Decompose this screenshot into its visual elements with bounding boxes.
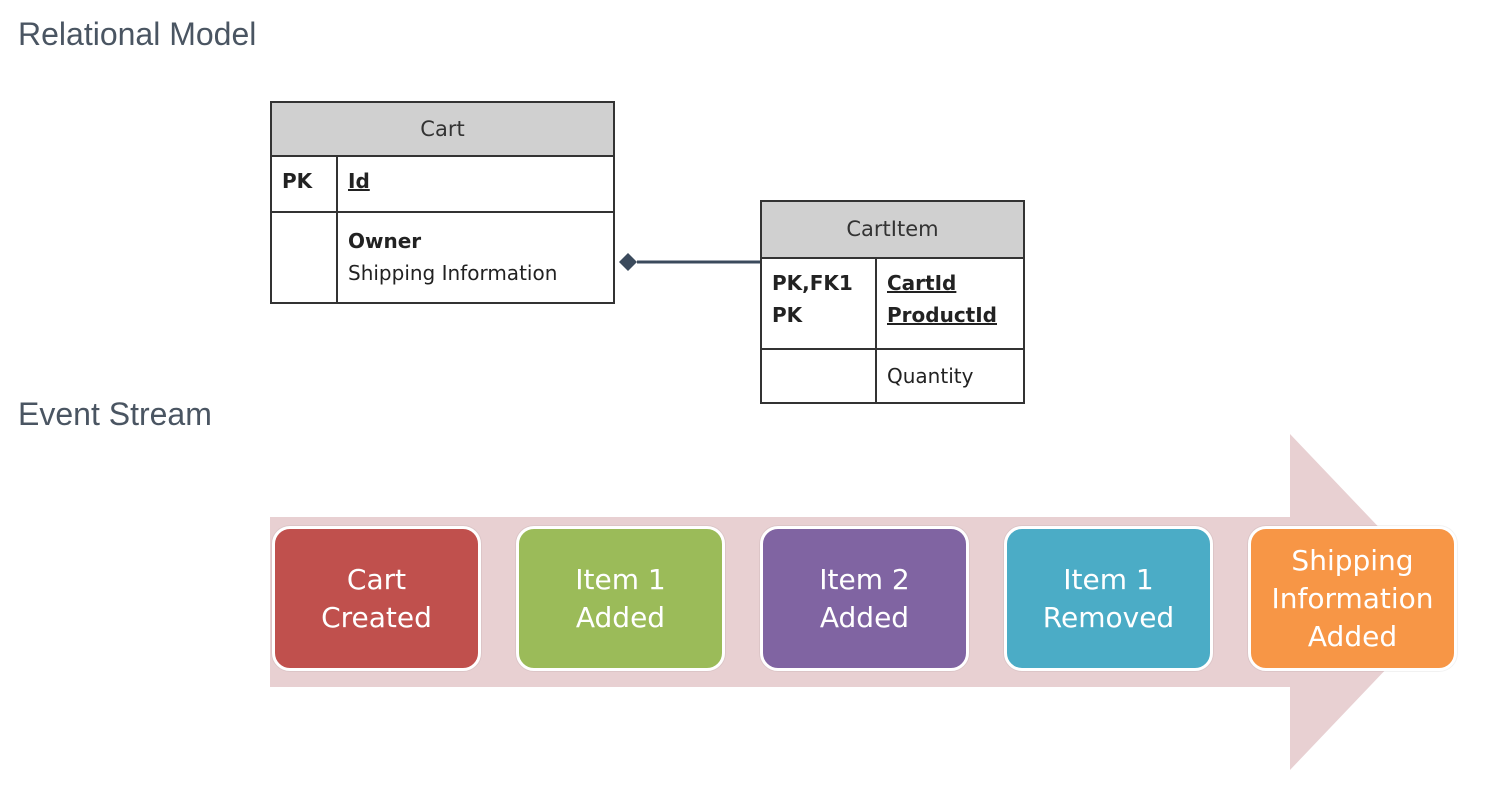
- event-shipping-info-added: Shipping Information Added: [1248, 526, 1457, 671]
- cart-attribute-row: Owner Shipping Information: [272, 213, 613, 302]
- cartitem-key-label: PK: [772, 303, 803, 327]
- cart-entity-title: Cart: [272, 103, 613, 157]
- cart-key-row: PK Id: [272, 157, 613, 213]
- cart-shipping-field: Shipping Information: [348, 261, 558, 285]
- cartitem-attributes: Quantity: [877, 350, 1023, 402]
- cartitem-entity-title: CartItem: [762, 202, 1023, 259]
- cartitem-quantity-field: Quantity: [887, 364, 974, 388]
- cartitem-key-label: PK,FK1: [772, 271, 853, 295]
- cartitem-key-row: PK,FK1 PK CartId ProductId: [762, 259, 1023, 350]
- cartitem-productid-field: ProductId: [887, 303, 997, 327]
- cartitem-attr-key-cell: [762, 350, 877, 402]
- event-item1-removed: Item 1 Removed: [1004, 526, 1213, 671]
- cartitem-attribute-row: Quantity: [762, 350, 1023, 402]
- cart-id-field: Id: [348, 169, 370, 193]
- cart-attr-key-cell: [272, 213, 338, 302]
- event-item2-added: Item 2 Added: [760, 526, 969, 671]
- relational-model-heading: Relational Model: [18, 16, 257, 52]
- composition-diamond-icon: [619, 253, 637, 271]
- cart-pk-field: Id: [338, 157, 613, 211]
- cart-pk-label: PK: [272, 157, 338, 211]
- cartitem-key-labels: PK,FK1 PK: [762, 259, 877, 348]
- event-stream-heading: Event Stream: [18, 396, 212, 432]
- event-cart-created: Cart Created: [272, 526, 481, 671]
- cartitem-key-fields: CartId ProductId: [877, 259, 1023, 348]
- event-item1-added: Item 1 Added: [516, 526, 725, 671]
- cartitem-cartid-field: CartId: [887, 271, 957, 295]
- cart-entity: Cart PK Id Owner Shipping Information: [270, 101, 615, 304]
- cartitem-entity: CartItem PK,FK1 PK CartId ProductId Quan…: [760, 200, 1025, 404]
- cart-owner-field: Owner: [348, 229, 422, 253]
- cart-attributes: Owner Shipping Information: [338, 213, 613, 302]
